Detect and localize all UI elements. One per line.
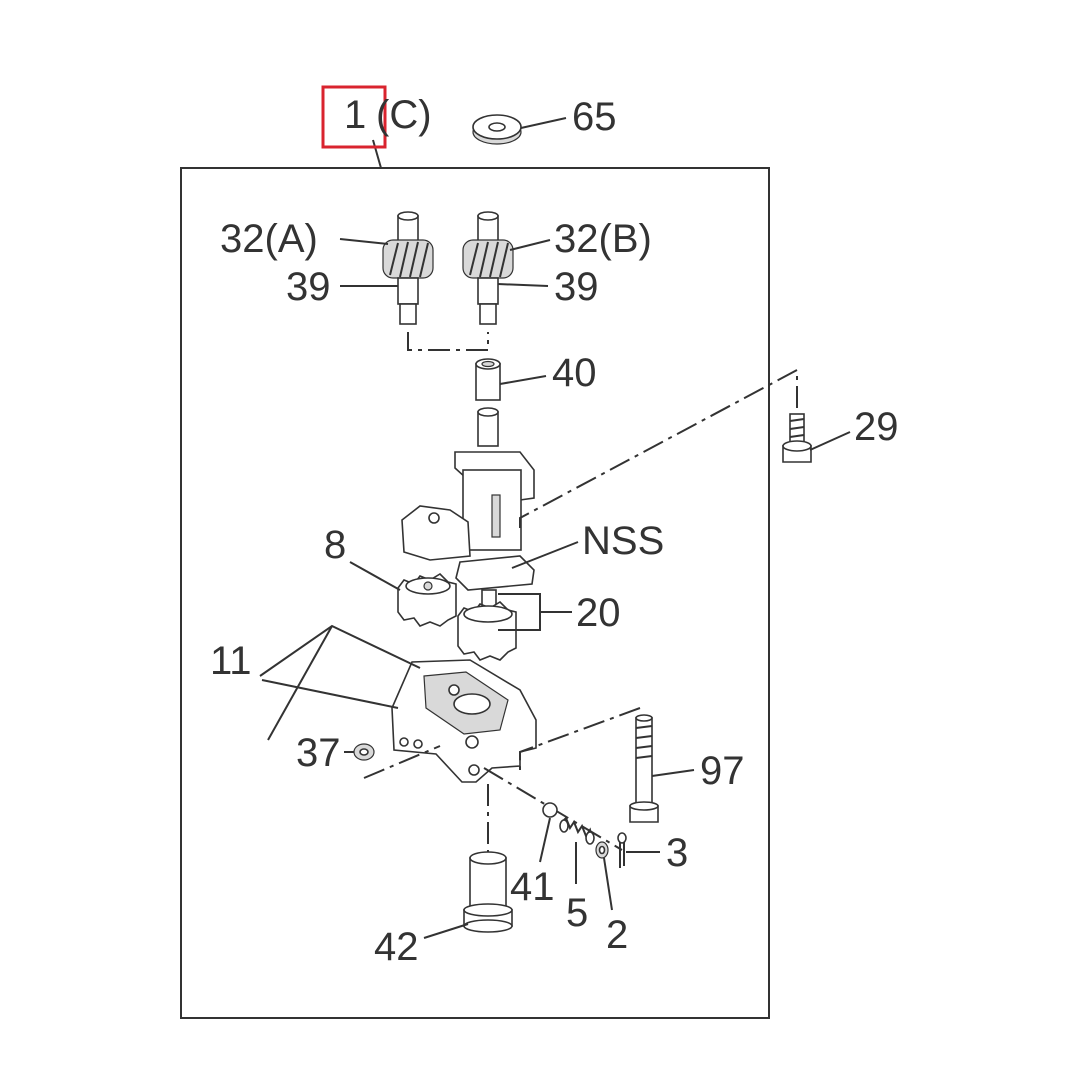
washer-65-icon[interactable] <box>472 114 522 145</box>
spring-5-icon[interactable] <box>559 816 595 845</box>
cotter-pin-3-icon[interactable] <box>617 832 627 868</box>
callout-8[interactable]: 8 <box>324 523 346 567</box>
callout-5[interactable]: 5 <box>566 891 588 935</box>
helical-gear-32b-icon[interactable] <box>462 211 514 325</box>
callout-20[interactable]: 20 <box>576 591 621 635</box>
assembly-frame <box>180 167 770 1019</box>
pump-housing-nss-icon[interactable] <box>401 407 535 627</box>
alternative-bracket <box>407 332 489 351</box>
ball-41-icon[interactable] <box>542 802 558 818</box>
leader-40 <box>499 375 547 385</box>
callout-2[interactable]: 2 <box>606 913 628 957</box>
callout-41[interactable]: 41 <box>510 865 555 909</box>
leader-29 <box>809 431 851 451</box>
leader-42 <box>423 923 469 939</box>
callout-42[interactable]: 42 <box>374 925 419 969</box>
callout-1[interactable]: 1 <box>344 93 366 137</box>
callout-29[interactable]: 29 <box>854 405 899 449</box>
leader-nss <box>511 541 579 569</box>
callout-3[interactable]: 3 <box>666 831 688 875</box>
leader-2 <box>603 857 613 911</box>
leader-32a <box>339 238 389 245</box>
sleeve-40-icon[interactable] <box>475 358 501 401</box>
highlight-box <box>321 85 387 149</box>
nut-37-icon[interactable] <box>353 743 375 761</box>
spur-gear-20-icon[interactable] <box>457 600 517 661</box>
callout-nss[interactable]: NSS <box>582 519 664 563</box>
leader-11 <box>259 624 421 677</box>
washer-2-icon[interactable] <box>595 841 609 859</box>
callout-40[interactable]: 40 <box>552 351 597 395</box>
callout-11[interactable]: 11 <box>210 639 252 683</box>
pump-body-11-icon[interactable] <box>391 659 537 783</box>
leader-65 <box>520 117 567 129</box>
callout-32a[interactable]: 32(A) <box>220 217 318 261</box>
bolt-29-icon[interactable] <box>782 413 812 463</box>
bolt-29-route <box>519 368 798 528</box>
leader-41 <box>539 817 551 863</box>
callout-39b[interactable]: 39 <box>554 265 599 309</box>
leader-97 <box>651 769 695 777</box>
nut-37-route <box>363 745 441 779</box>
leader-11b <box>261 679 399 709</box>
callout-65[interactable]: 65 <box>572 95 617 139</box>
bolt-97-route <box>519 707 641 770</box>
callout-32b[interactable]: 32(B) <box>554 217 652 261</box>
spur-gear-8-icon[interactable] <box>397 572 457 627</box>
leader-11c <box>267 625 333 741</box>
bolt-97-icon[interactable] <box>629 714 659 823</box>
callout-39a[interactable]: 39 <box>286 265 331 309</box>
callout-1-suffix: (C) <box>376 93 432 137</box>
leader-1 <box>372 139 382 169</box>
leader-8 <box>349 561 401 591</box>
helical-gear-32a-icon[interactable] <box>382 211 434 325</box>
leader-32b <box>509 239 551 251</box>
callout-37[interactable]: 37 <box>296 731 341 775</box>
strainer-pipe-42-icon[interactable] <box>463 851 513 933</box>
leader-39b <box>497 283 549 287</box>
callout-97[interactable]: 97 <box>700 749 745 793</box>
